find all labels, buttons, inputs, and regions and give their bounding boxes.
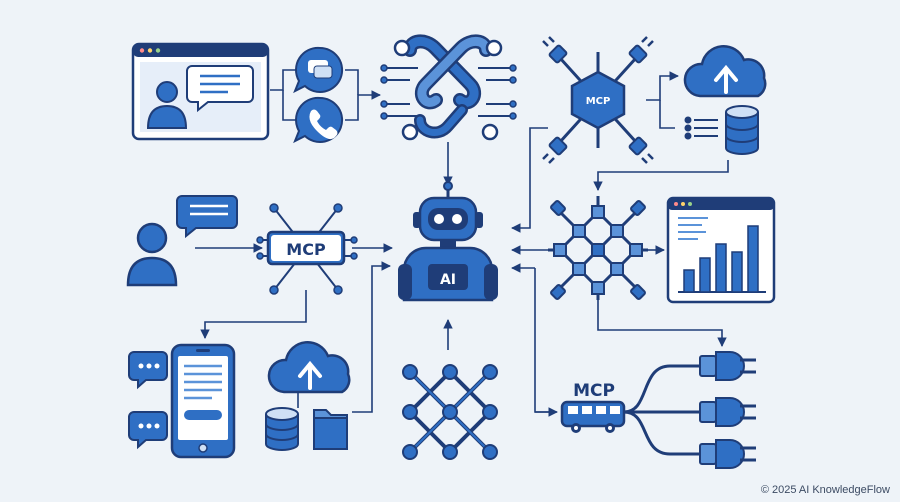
- chat-bubble-icon: [128, 411, 168, 450]
- mcp-label-top-right: MCP: [586, 96, 611, 107]
- plug-cluster-icon: MCP: [542, 36, 654, 164]
- plug-icon: [699, 397, 756, 427]
- folder-icon: [313, 409, 348, 450]
- person-icon: [146, 81, 188, 129]
- connector-db-to-mesh: [593, 160, 729, 191]
- connector-plugs-to-db: [659, 100, 675, 129]
- connector-chat-to-chain: [345, 69, 359, 95]
- cloud-upload-icon: [267, 340, 351, 394]
- bus-icon: MCP: [560, 381, 626, 433]
- database-icon: [684, 105, 759, 155]
- connector-mesh-to-plugs: [597, 300, 727, 347]
- person-icon: [126, 222, 178, 287]
- smartphone-icon: [170, 343, 236, 459]
- connector-plugs-to-cloud: [646, 71, 679, 101]
- connector-browser-to-phone: [282, 90, 296, 121]
- mcp-label-center-left: MCP: [286, 240, 326, 259]
- database-icon: [265, 407, 299, 451]
- network-mesh-icon: [402, 364, 498, 460]
- ai-badge-label: AI: [440, 272, 456, 288]
- chain-link-icon: [380, 34, 517, 141]
- browser-window-icon: [131, 42, 270, 141]
- connector-plugs-to-robot: [511, 127, 548, 233]
- network-mesh-icon: [548, 196, 648, 300]
- phone-icon: [293, 96, 344, 144]
- connector-storage-to-robot: [352, 261, 391, 413]
- mcp-chip-icon: MCP: [256, 203, 358, 295]
- mcp-label-bus: MCP: [573, 381, 615, 401]
- connector-phone-to-chain: [345, 90, 381, 121]
- cloud-upload-icon: [683, 44, 767, 98]
- robot-icon: AI: [398, 181, 498, 302]
- plug-icon: [699, 439, 756, 469]
- connector-mcp-to-smartphone: [200, 290, 307, 339]
- chat-bubble-icon: [176, 195, 238, 239]
- connector-browser-to-chat: [270, 69, 296, 91]
- chat-bubble-icon: [128, 351, 168, 390]
- chat-bubble-icon: [186, 65, 254, 113]
- plug-icon: [699, 351, 756, 381]
- connectors: [195, 69, 729, 417]
- plug-icon: [623, 364, 700, 456]
- bar-chart-icon: [666, 196, 776, 304]
- chat-bubble-icon: [293, 46, 344, 94]
- copyright-footer: © 2025 AI KnowledgeFlow: [760, 484, 890, 496]
